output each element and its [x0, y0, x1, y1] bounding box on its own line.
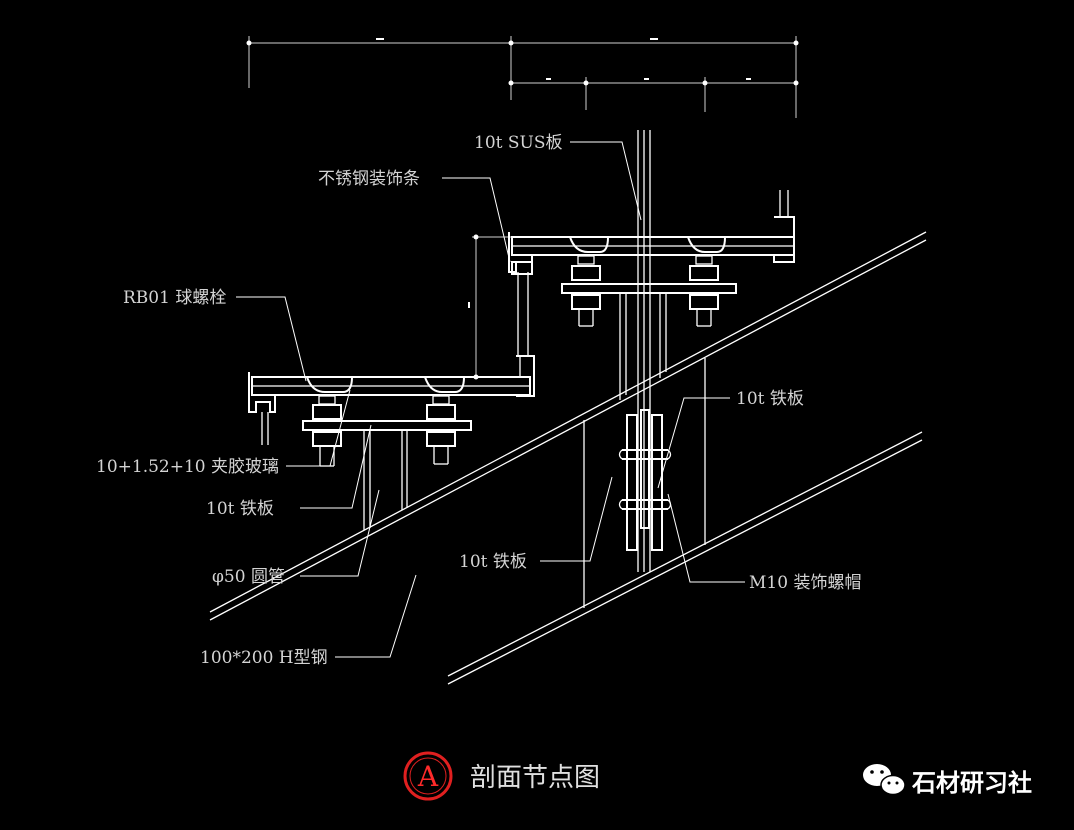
label-ball-bolt: RB01 球螺栓	[123, 288, 226, 308]
stainless-trim-connector	[511, 261, 533, 356]
lower-bolt-right	[426, 395, 456, 465]
label-laminated-glass: 10+1.52+10 夹胶玻璃	[96, 457, 279, 477]
label-iron-plate-mid: 10t 铁板	[459, 552, 527, 572]
label-iron-plate-left: 10t 铁板	[206, 499, 274, 519]
label-nut-cap: M10 装饰螺帽	[749, 573, 861, 593]
sus-plate-post	[583, 130, 706, 608]
upper-glass-tread	[508, 190, 795, 327]
title-badge-inner-ring	[409, 757, 447, 795]
upper-bolt-left	[571, 255, 601, 327]
label-round-tube: φ50 圆管	[212, 567, 285, 587]
brand-watermark: 石材研习社	[863, 764, 1032, 797]
dimension-lines	[246, 36, 799, 380]
annotation-leaders	[236, 141, 745, 658]
nut-cap-upper	[618, 449, 672, 460]
drawing-title: A 剖面节点图	[403, 751, 600, 801]
label-stainless-trim: 不锈钢装饰条	[318, 169, 420, 189]
wechat-icon	[863, 764, 906, 796]
title-badge-ring	[403, 751, 453, 801]
label-h-beam: 100*200 H型钢	[200, 648, 328, 668]
title-badge-letter: A	[417, 760, 439, 793]
annotation-labels: 10t SUS板 不锈钢装饰条 RB01 球螺栓 10+1.52+10 夹胶玻璃…	[96, 133, 861, 668]
stair-stringers	[209, 231, 927, 685]
label-iron-plate-right: 10t 铁板	[736, 389, 804, 409]
brand-name: 石材研习社	[911, 769, 1032, 797]
lower-glass-tread	[248, 355, 535, 530]
upper-bolt-right	[689, 255, 719, 327]
label-sus-plate: 10t SUS板	[474, 133, 563, 153]
nut-cap-lower	[618, 499, 672, 510]
lower-bolt-left	[312, 395, 342, 467]
drawing-title-text: 剖面节点图	[470, 763, 600, 793]
